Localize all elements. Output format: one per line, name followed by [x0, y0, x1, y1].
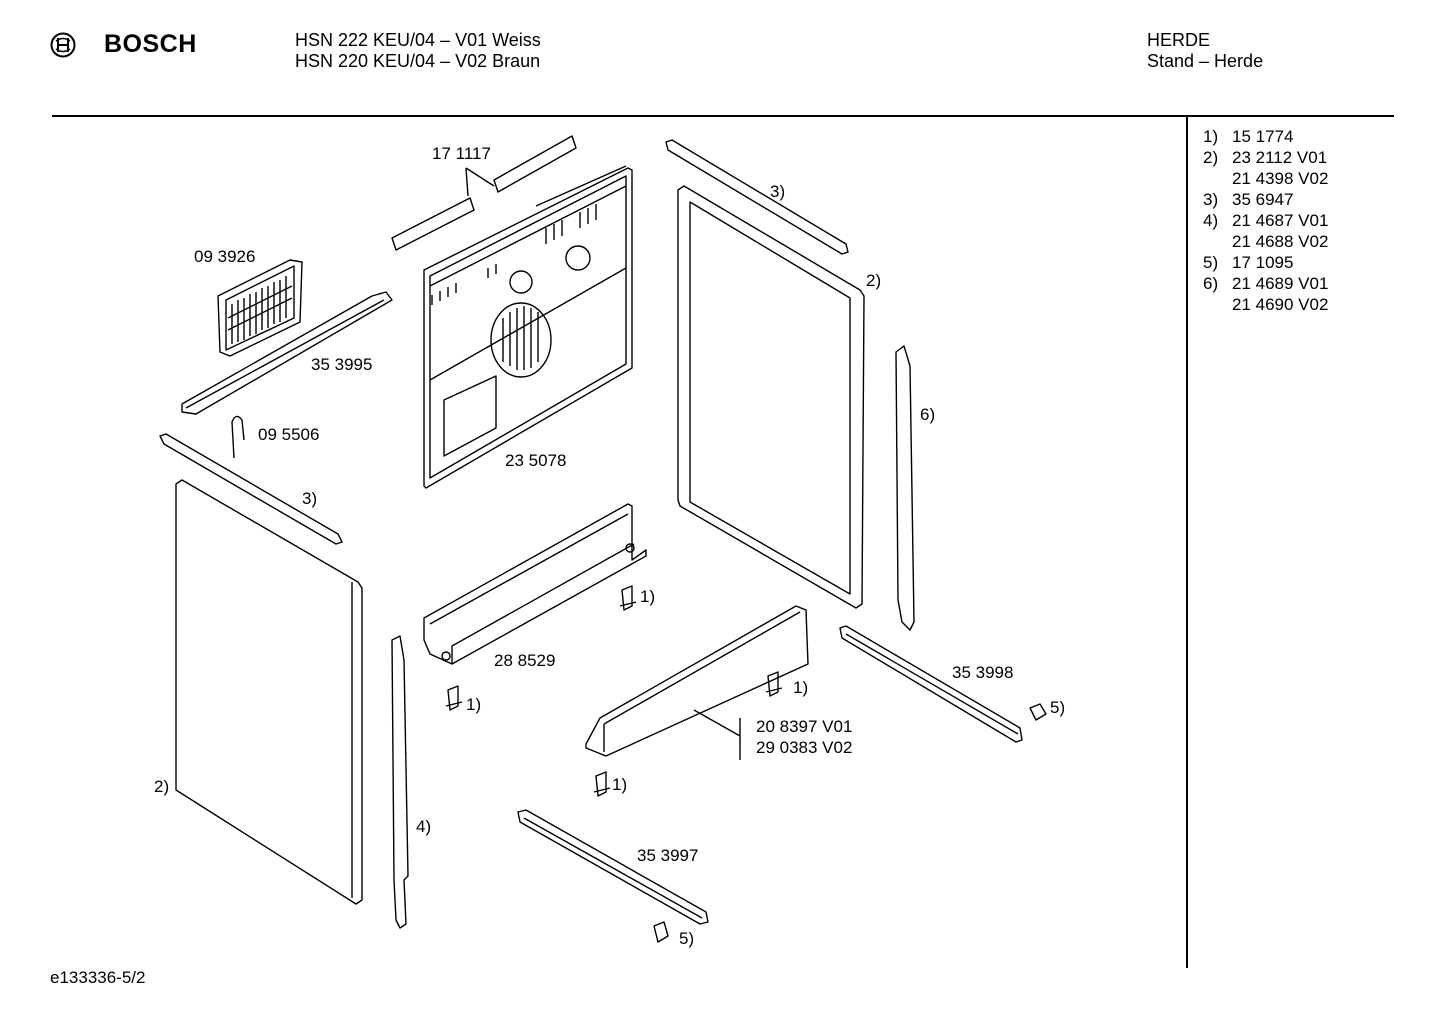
label-093926: 09 3926	[194, 247, 256, 266]
parts-list-row: 1) 15 1774	[1203, 126, 1328, 147]
clip-icon-1	[1029, 703, 1047, 721]
label-353997: 35 3997	[637, 846, 699, 865]
parts-list-code: 21 4689 V01	[1232, 274, 1329, 293]
label-6: 6)	[920, 405, 936, 424]
brand-name: BOSCH	[104, 30, 197, 58]
label-3-top: 3)	[770, 182, 786, 201]
part-rail-353995	[181, 291, 393, 415]
screw-icon-4	[593, 771, 611, 797]
category: HERDE	[1147, 30, 1211, 50]
model-line-2: HSN 220 KEU/04 – V02 Braun	[295, 51, 541, 71]
parts-list-code: 21 4398 V02	[1232, 169, 1329, 188]
screw-icon-1	[619, 585, 637, 611]
label-4: 4)	[416, 817, 432, 836]
label-1-a: 1)	[640, 587, 656, 606]
parts-list-code: 15 1774	[1232, 127, 1294, 146]
part-rail-353997	[517, 809, 709, 925]
clip-icon-2	[653, 921, 669, 943]
parts-list-index: 4)	[1203, 211, 1219, 230]
part-grille	[217, 259, 303, 357]
label-2-left: 2)	[154, 777, 170, 796]
part-frame-panel-right	[677, 185, 865, 609]
parts-list-code: 35 6947	[1232, 190, 1294, 209]
parts-list-index: 2)	[1203, 148, 1219, 167]
parts-list-row: 5) 17 1095	[1203, 252, 1328, 273]
brand-emblem	[50, 32, 76, 63]
parts-list-code: 21 4690 V02	[1232, 295, 1329, 314]
part-base-tray	[423, 503, 647, 665]
part-front-base	[585, 605, 809, 760]
parts-list-index: 6)	[1203, 274, 1219, 293]
parts-list-code: 23 2112 V01	[1232, 148, 1328, 167]
label-288529: 28 8529	[494, 651, 556, 670]
parts-list-code: 21 4687 V01	[1232, 211, 1329, 230]
part-rail-353998	[839, 625, 1023, 743]
screw-icon-2	[445, 685, 463, 711]
label-171117: 17 1117	[432, 144, 491, 163]
parts-list-code: 17 1095	[1232, 253, 1294, 272]
label-353995: 35 3995	[311, 355, 373, 374]
label-5-a: 5)	[1050, 698, 1066, 717]
label-353998: 35 3998	[952, 663, 1014, 682]
label-5-b: 5)	[679, 929, 695, 948]
label-2-right: 2)	[866, 271, 882, 290]
parts-list-row: 3) 35 6947	[1203, 189, 1328, 210]
parts-list-row: 2) 23 2112 V01	[1203, 147, 1328, 168]
parts-list: 1) 15 1774 2) 23 2112 V01 21 4398 V02 3) 35 69…	[1203, 126, 1328, 315]
part-rail-top-3	[665, 139, 849, 255]
part-wire-hook	[231, 415, 245, 459]
part-rail-left-3	[159, 433, 343, 545]
parts-list-row: 21 4688 V02	[1203, 231, 1328, 252]
part-vertical-strip-4	[391, 635, 409, 929]
part-side-strip-6	[895, 345, 915, 631]
parts-list-code: 21 4688 V02	[1232, 232, 1329, 251]
label-235078: 23 5078	[505, 451, 567, 470]
label-208397-v01: 20 8397 V01	[756, 717, 853, 736]
label-3-left: 3)	[302, 489, 318, 508]
model-line-1: HSN 222 KEU/04 – V01 Weiss	[295, 30, 541, 50]
label-1-b: 1)	[466, 695, 482, 714]
parts-list-row: 4) 21 4687 V01	[1203, 210, 1328, 231]
subcategory: Stand – Herde	[1147, 51, 1264, 71]
parts-list-index: 1)	[1203, 127, 1219, 146]
parts-list-row: 21 4398 V02	[1203, 168, 1328, 189]
document-id: e133336-5/2	[50, 968, 146, 987]
label-095506: 09 5506	[258, 425, 320, 444]
label-290383-v02: 29 0383 V02	[756, 738, 853, 757]
bosch-logo-icon	[50, 32, 76, 58]
parts-list-index: 5)	[1203, 253, 1219, 272]
label-1-c: 1)	[793, 678, 809, 697]
part-side-panel-left	[175, 479, 363, 905]
parts-list-index	[1203, 231, 1232, 252]
parts-list-index: 3)	[1203, 190, 1219, 209]
parts-list-row: 21 4690 V02	[1203, 294, 1328, 315]
parts-list-index	[1203, 294, 1232, 315]
part-back-panel	[423, 165, 633, 489]
parts-list-index	[1203, 168, 1232, 189]
screw-icon-3	[765, 671, 783, 697]
parts-list-row: 6) 21 4689 V01	[1203, 273, 1328, 294]
label-1-d: 1)	[612, 775, 628, 794]
part-top-strips	[391, 135, 577, 251]
